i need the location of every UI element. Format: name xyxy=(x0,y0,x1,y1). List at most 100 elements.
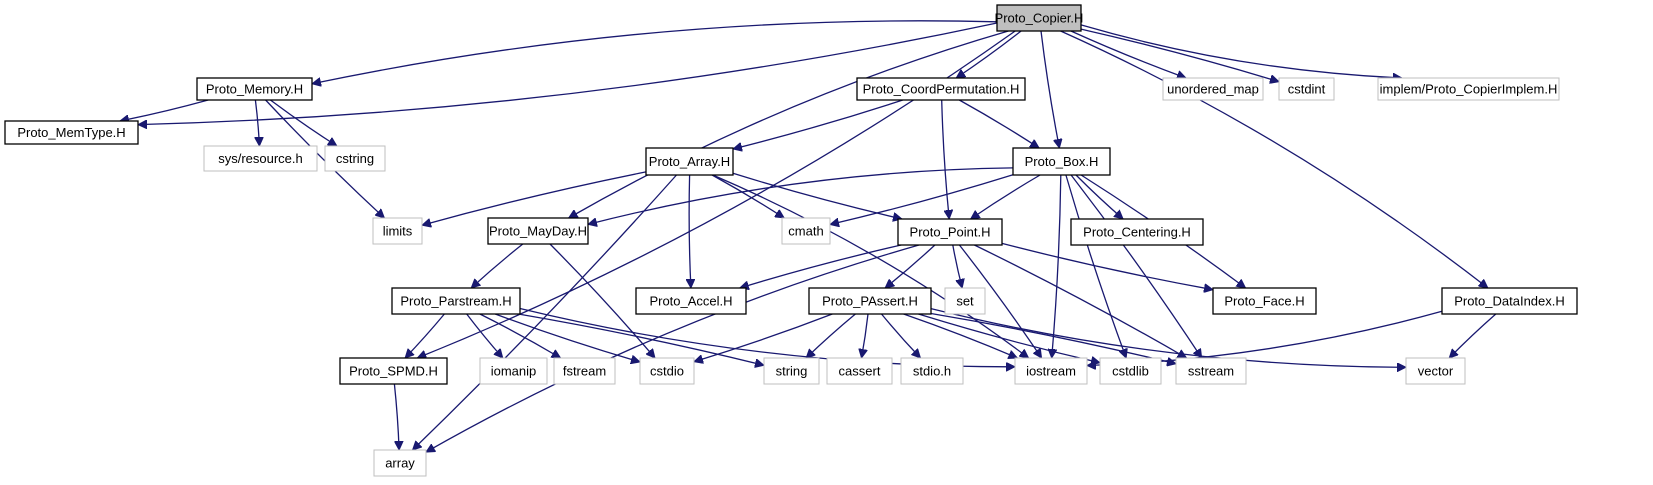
node-box xyxy=(324,145,386,172)
edge-parstream-to-iomanip xyxy=(466,313,503,358)
node-box xyxy=(1278,77,1335,101)
node-parstream[interactable]: Proto_Parstream.H xyxy=(391,287,521,315)
edge-passert-to-cstdio xyxy=(694,313,833,362)
node-box[interactable] xyxy=(996,4,1082,32)
node-box[interactable] xyxy=(487,217,589,245)
node-box[interactable] xyxy=(1070,218,1204,246)
node-copierimpl: implem/Proto_CopierImplem.H xyxy=(1377,77,1560,101)
node-point[interactable]: Proto_Point.H xyxy=(897,218,1003,246)
nodes-layer: Proto_Copier.H Proto_Memory.H Proto_MemTyp… xyxy=(4,4,1578,477)
node-passert[interactable]: Proto_PAssert.H xyxy=(808,287,932,315)
node-label: Proto_Array.H xyxy=(649,154,730,169)
node-label: fstream xyxy=(563,364,606,379)
node-label: cstdint xyxy=(1288,82,1326,97)
node-box[interactable] xyxy=(339,357,448,385)
node-box[interactable] xyxy=(196,77,313,101)
node-memtype[interactable]: Proto_MemType.H xyxy=(4,120,139,145)
node-fstream: fstream xyxy=(553,357,616,385)
node-box xyxy=(944,287,986,315)
edge-passert-to-iostream xyxy=(903,313,1018,358)
node-box[interactable] xyxy=(1012,147,1111,176)
edge-copier-to-unordered_map xyxy=(1070,30,1186,78)
node-box xyxy=(1014,357,1088,385)
node-label: stdio.h xyxy=(913,364,951,379)
node-box[interactable] xyxy=(4,120,139,145)
node-box xyxy=(639,357,695,385)
edge-passert-to-string xyxy=(806,313,856,358)
edge-coordperm-to-point xyxy=(941,99,950,219)
edge-dataindex-to-iostream xyxy=(1087,310,1443,365)
edge-dataindex-to-vector xyxy=(1449,313,1497,358)
edge-coordperm-to-box xyxy=(958,99,1039,148)
node-sysres: sys/resource.h xyxy=(203,145,318,172)
node-label: array xyxy=(385,456,415,471)
node-sstream: sstream xyxy=(1175,357,1247,385)
edge-point-to-passert xyxy=(885,244,936,288)
node-centering[interactable]: Proto_Centering.H xyxy=(1070,218,1204,246)
edge-parstream-to-string xyxy=(518,313,764,365)
edge-passert-to-sstream xyxy=(930,312,1176,364)
node-spmd[interactable]: Proto_SPMD.H xyxy=(339,357,448,385)
node-box[interactable] xyxy=(391,287,521,315)
edge-parstream-to-cstdio xyxy=(494,313,640,362)
node-box[interactable] xyxy=(635,287,747,315)
edge-point-to-set xyxy=(952,244,962,288)
node-box[interactable] xyxy=(897,218,1003,246)
node-cstdlib: cstdlib xyxy=(1099,357,1162,385)
node-label: string xyxy=(776,364,808,379)
node-box xyxy=(763,357,820,385)
edge-box-to-centering xyxy=(1075,174,1123,219)
edge-box-to-mayday xyxy=(588,167,1014,225)
node-box xyxy=(1175,357,1247,385)
edge-parstream-to-spmd xyxy=(405,313,445,358)
node-label: unordered_map xyxy=(1167,82,1259,97)
node-label: Proto_Parstream.H xyxy=(400,294,511,309)
node-accel[interactable]: Proto_Accel.H xyxy=(635,287,747,315)
node-face[interactable]: Proto_Face.H xyxy=(1212,287,1317,315)
node-cstring: cstring xyxy=(324,145,386,172)
node-memory[interactable]: Proto_Memory.H xyxy=(196,77,313,101)
edge-array_h-to-cmath xyxy=(711,174,784,219)
node-box xyxy=(373,449,427,477)
edge-copier-to-memory xyxy=(312,20,998,84)
node-box xyxy=(900,357,964,385)
edge-coordperm-to-array_h xyxy=(733,99,904,149)
edge-memory-to-memtype xyxy=(120,99,209,121)
node-coordperm[interactable]: Proto_CoordPermutation.H xyxy=(856,77,1026,101)
node-box[interactable] xyxy=(808,287,932,315)
node-label: implem/Proto_CopierImplem.H xyxy=(1380,82,1558,97)
node-cmath: cmath xyxy=(781,217,831,245)
node-box xyxy=(1377,77,1560,101)
node-dataindex[interactable]: Proto_DataIndex.H xyxy=(1441,287,1578,315)
node-label: Proto_DataIndex.H xyxy=(1454,294,1565,309)
edge-memory-to-limits xyxy=(265,99,385,218)
node-label: Proto_Point.H xyxy=(910,225,991,240)
node-label: cmath xyxy=(788,224,823,239)
node-box[interactable] xyxy=(645,147,734,176)
edge-point-to-array xyxy=(426,244,920,453)
edge-mayday-to-parstream xyxy=(471,243,524,288)
edge-passert-to-stdio xyxy=(880,313,921,358)
edge-passert-to-vector xyxy=(930,307,1406,368)
edge-point-to-face xyxy=(1001,242,1213,289)
edge-copier-to-coordperm xyxy=(956,30,1022,78)
node-label: Proto_Centering.H xyxy=(1083,225,1191,240)
node-box[interactable] xyxy=(1212,287,1317,315)
node-cassert: cassert xyxy=(826,357,893,385)
node-label: iomanip xyxy=(491,364,537,379)
edge-copier-to-memtype xyxy=(138,22,998,125)
edge-copier-to-dataindex xyxy=(1060,30,1488,288)
node-box[interactable] xyxy=(1441,287,1578,315)
node-copier[interactable]: Proto_Copier.H xyxy=(995,4,1084,32)
edge-memory-to-sysres xyxy=(255,99,259,146)
edge-copier-to-cstdint xyxy=(1080,28,1279,82)
edge-copier-to-mayday xyxy=(569,30,1009,219)
node-array_h[interactable]: Proto_Array.H xyxy=(645,147,734,176)
edge-passert-to-cassert xyxy=(862,313,869,358)
node-box[interactable] xyxy=(856,77,1026,101)
node-mayday[interactable]: Proto_MayDay.H xyxy=(487,217,589,245)
node-label: sys/resource.h xyxy=(218,151,303,166)
node-label: Proto_SPMD.H xyxy=(349,364,438,379)
edge-point-to-accel xyxy=(740,244,902,288)
node-box[interactable]: Proto_Box.H xyxy=(1012,147,1111,176)
